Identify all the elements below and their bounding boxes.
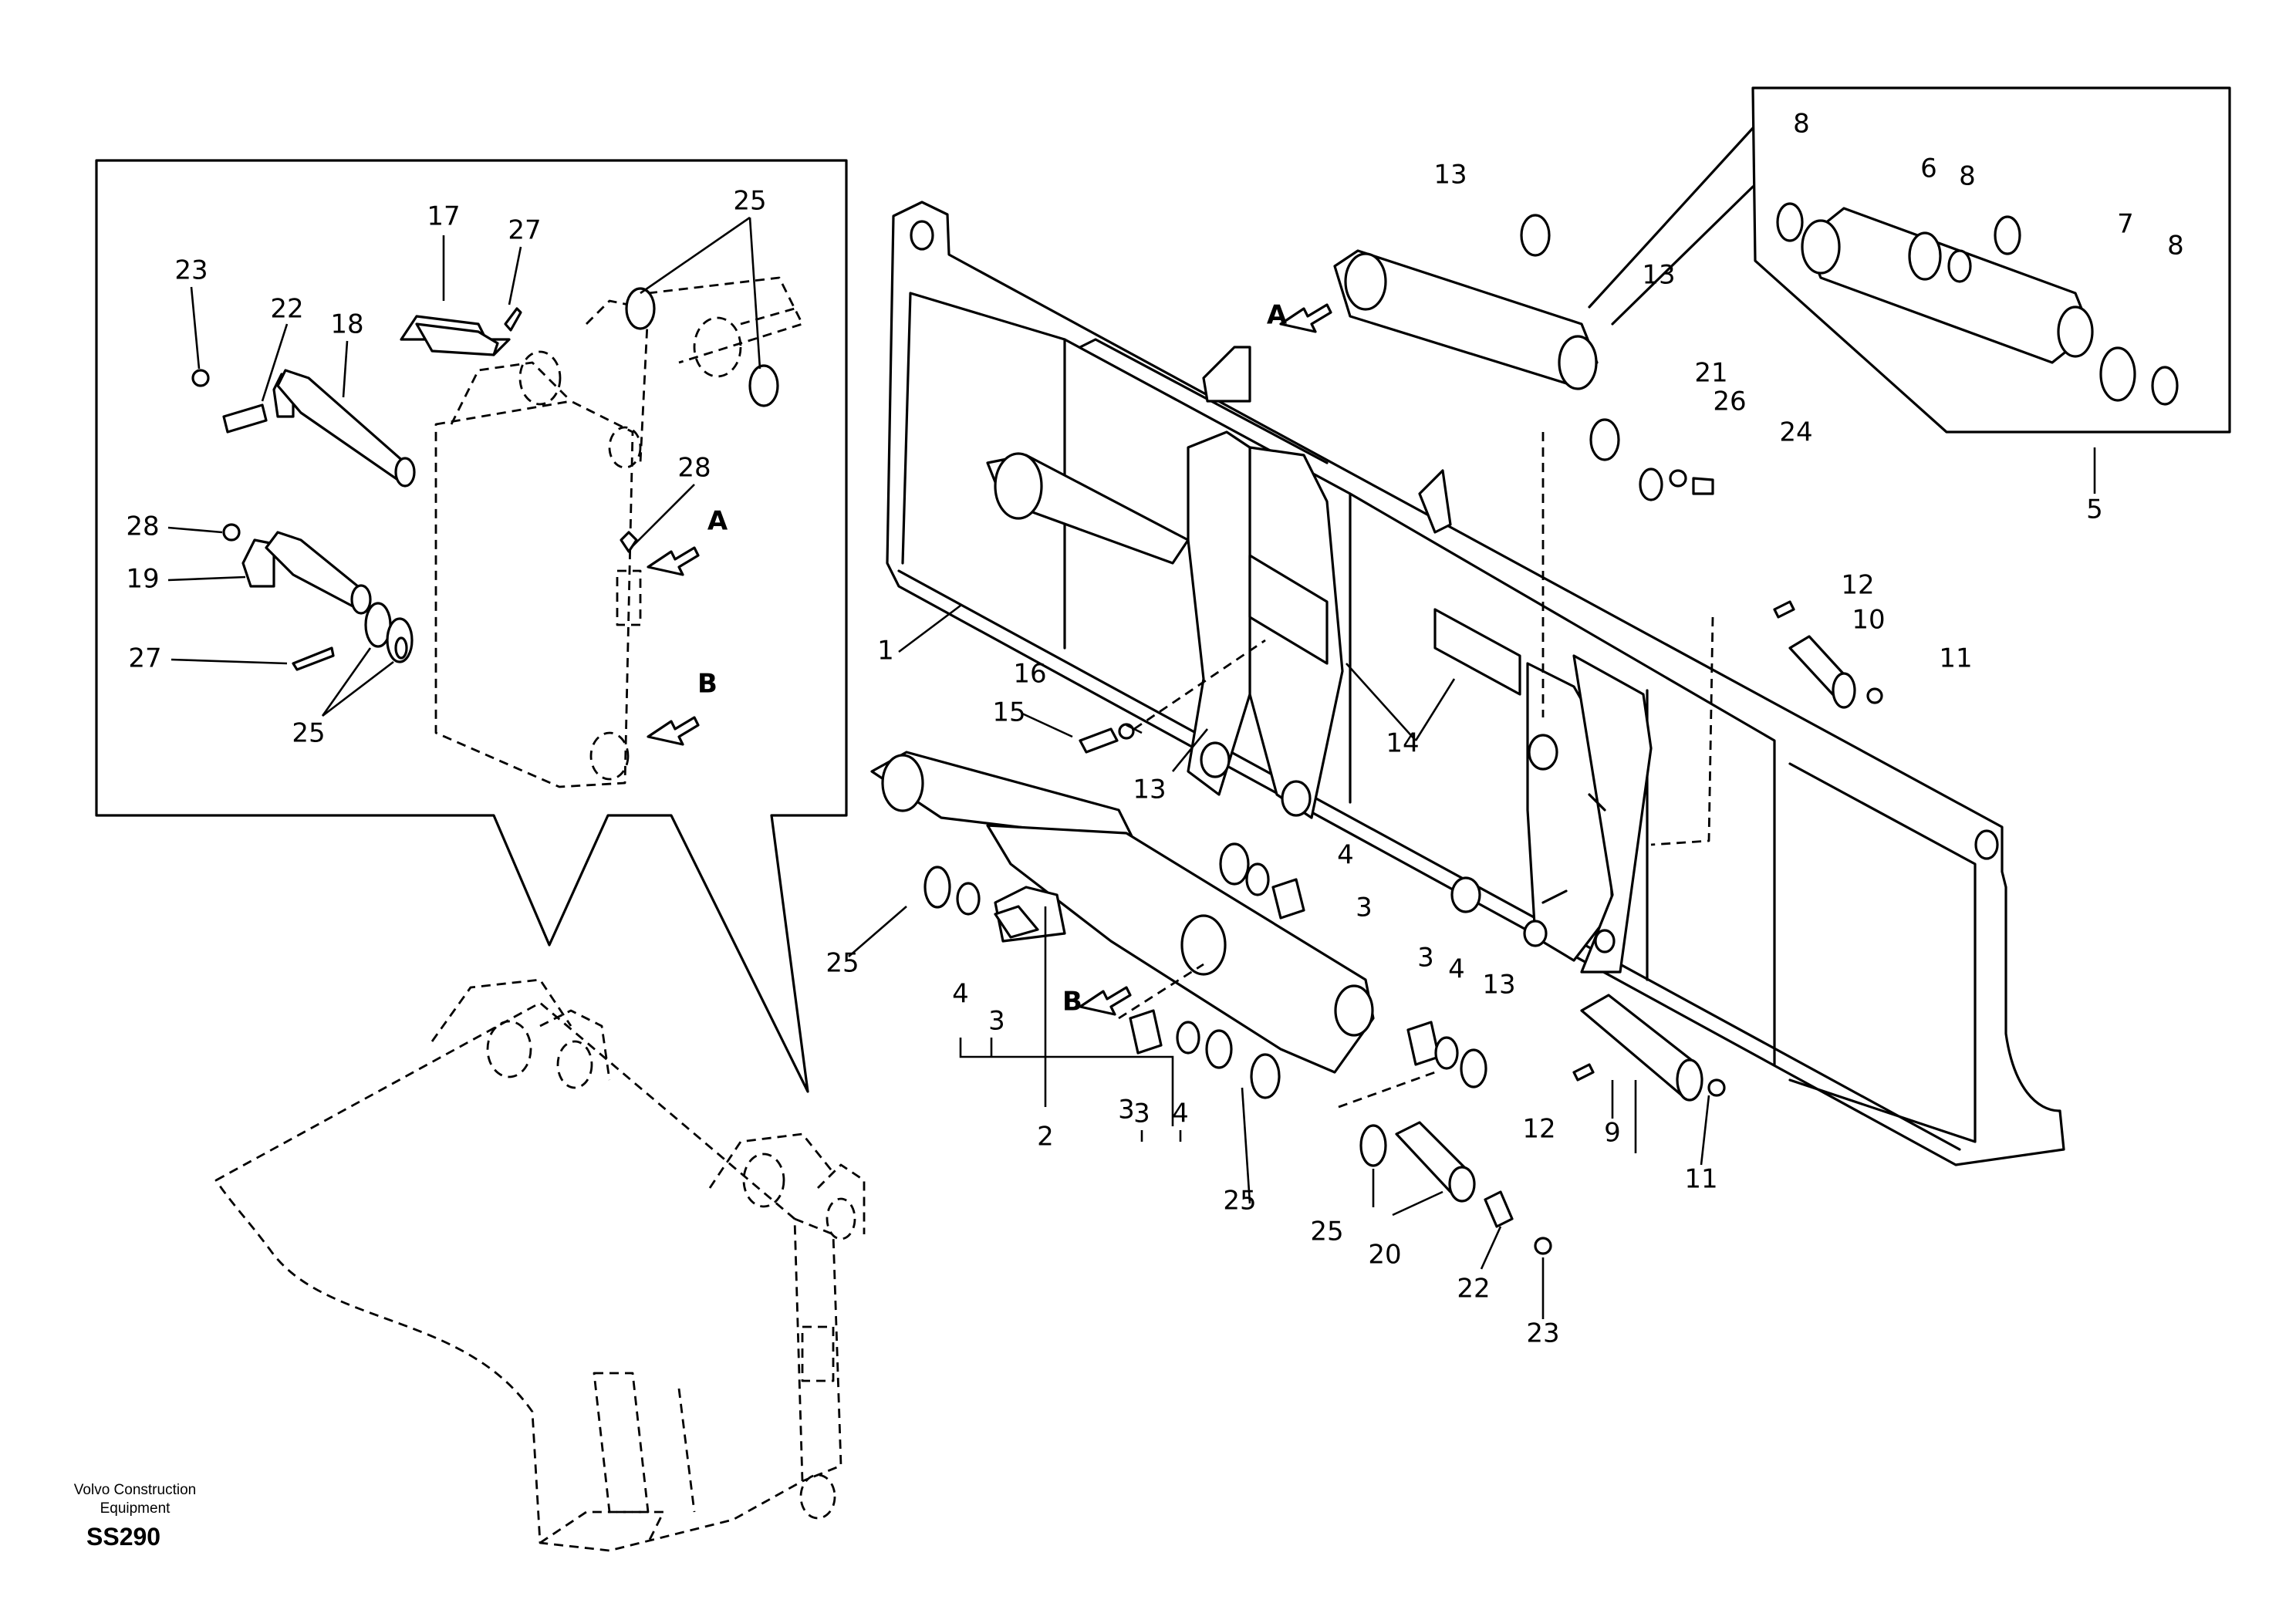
lower-link xyxy=(870,600,1883,1255)
callout-20: 20 xyxy=(1368,1240,1401,1271)
view-a-label: A xyxy=(1267,300,1288,331)
callout-leaders xyxy=(848,447,2096,1319)
callout-3: 3 xyxy=(1356,893,1373,923)
callout-16: 16 xyxy=(1013,659,1046,690)
callout-8: 8 xyxy=(1959,161,1976,192)
bucket-outline xyxy=(214,978,866,1552)
callout-8: 8 xyxy=(2167,231,2184,262)
callout-13: 13 xyxy=(1133,775,1166,805)
callout-3: 3 xyxy=(1133,1099,1150,1129)
callout-19: 19 xyxy=(126,564,159,595)
view-b-label: B xyxy=(1062,987,1082,1018)
callout-4: 4 xyxy=(1448,954,1465,985)
callout-13: 13 xyxy=(1642,260,1675,291)
rod-detail-box xyxy=(1588,86,2231,434)
callout-13: 13 xyxy=(1433,160,1467,191)
view-arrows: A B A B xyxy=(647,300,1332,1018)
view-a-label-inset: A xyxy=(707,506,728,537)
callout-15: 15 xyxy=(992,697,1025,728)
callout-12: 12 xyxy=(1841,570,1874,601)
callout-23: 23 xyxy=(174,255,208,286)
callout-12: 12 xyxy=(1522,1114,1555,1145)
callout-21: 21 xyxy=(1694,358,1727,389)
callout-28: 28 xyxy=(677,453,711,484)
callout-11: 11 xyxy=(1939,643,1972,674)
callout-28: 28 xyxy=(126,511,159,542)
callout-22: 22 xyxy=(270,294,303,325)
callout-3: 3 xyxy=(1417,943,1434,974)
callout-25: 25 xyxy=(733,186,766,217)
callout-3: 3 xyxy=(988,1006,1005,1037)
brand-line-1: Volvo Construction xyxy=(73,1482,197,1498)
callout-23: 23 xyxy=(1526,1318,1559,1349)
callout-26: 26 xyxy=(1713,386,1746,417)
callout-3: 3 xyxy=(1118,1095,1135,1126)
callout-17: 17 xyxy=(427,201,460,232)
callout-1: 1 xyxy=(877,636,894,667)
callout-numbers: 1 2 3 3 3 3 3 4 4 4 4 5 6 7 8 8 8 9 10 1… xyxy=(126,109,2183,1349)
callout-14: 14 xyxy=(1386,728,1419,759)
callout-24: 24 xyxy=(1779,417,1812,448)
upper-link xyxy=(1333,214,1714,717)
callout-6: 6 xyxy=(1920,154,1937,184)
callout-7: 7 xyxy=(2117,209,2134,240)
callout-4: 4 xyxy=(1172,1099,1189,1129)
callout-25: 25 xyxy=(826,948,859,979)
brand-line-2: Equipment xyxy=(100,1500,171,1517)
callout-4: 4 xyxy=(952,979,969,1010)
callout-13: 13 xyxy=(1482,970,1515,1001)
callout-9: 9 xyxy=(1604,1118,1621,1149)
callout-11: 11 xyxy=(1684,1164,1717,1195)
callout-8: 8 xyxy=(1793,109,1810,140)
callout-2: 2 xyxy=(1037,1122,1054,1153)
callout-27: 27 xyxy=(128,643,161,674)
callout-18: 18 xyxy=(330,309,363,340)
callout-25: 25 xyxy=(292,718,325,749)
diagram-code: SS290 xyxy=(86,1523,161,1551)
callout-10: 10 xyxy=(1852,605,1885,636)
callout-25: 25 xyxy=(1223,1186,1256,1217)
callout-5: 5 xyxy=(2086,494,2103,525)
detail-inset xyxy=(95,159,848,1093)
inset-leaders xyxy=(167,216,761,717)
callout-4: 4 xyxy=(1337,840,1354,871)
callout-25: 25 xyxy=(1310,1217,1343,1247)
brand-caption: Volvo Construction Equipment xyxy=(54,1481,216,1518)
view-b-label-inset: B xyxy=(697,669,718,700)
callout-22: 22 xyxy=(1457,1274,1490,1304)
callout-27: 27 xyxy=(508,215,541,246)
coupler-frame xyxy=(886,201,2065,1166)
